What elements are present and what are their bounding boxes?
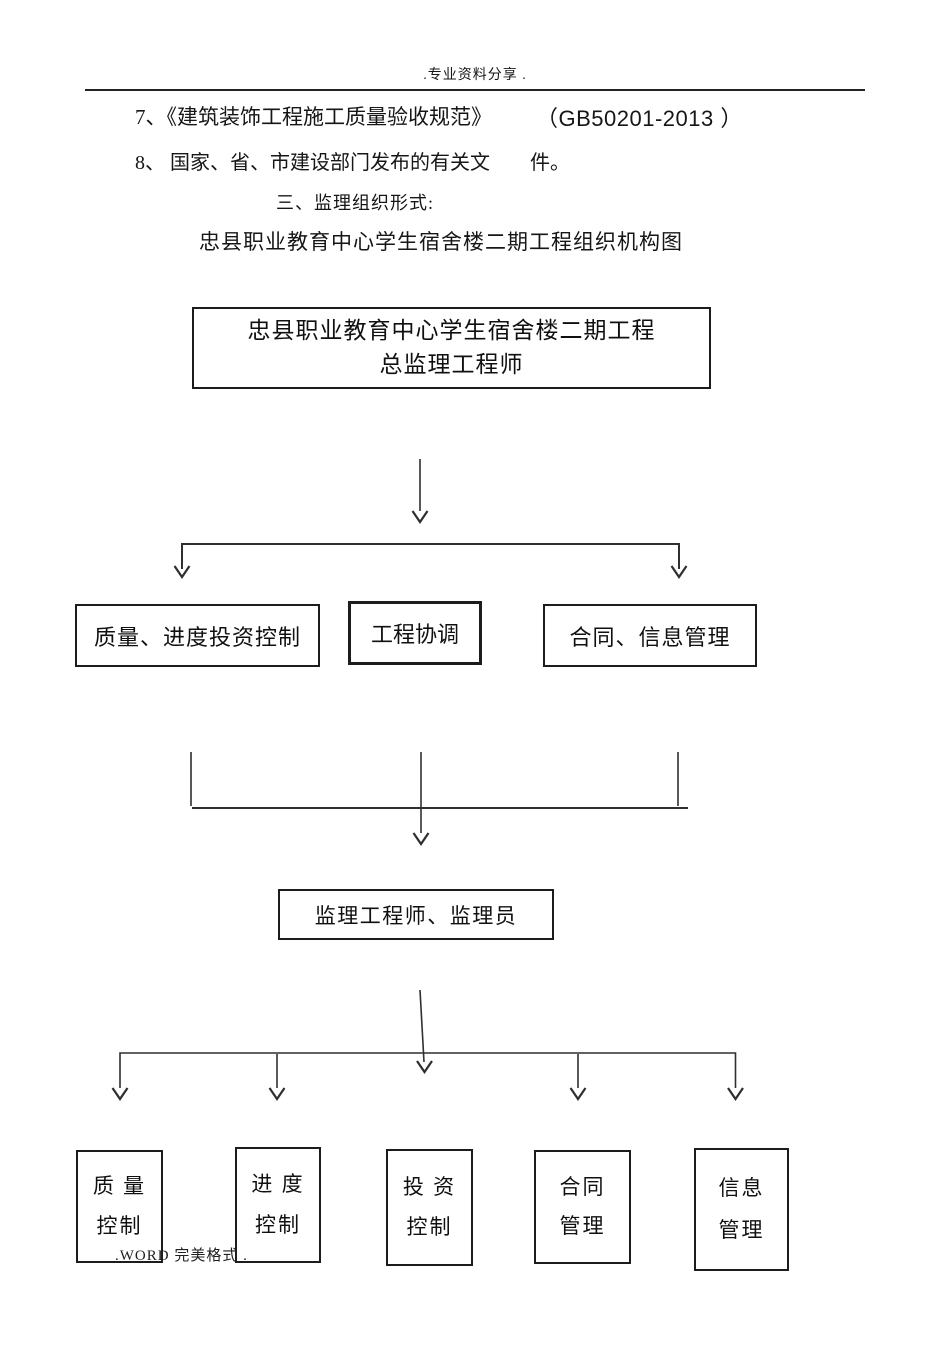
org-box-label: 工程协调 <box>370 622 459 647</box>
org-box-line2: 控制 <box>406 1215 453 1240</box>
header-divider <box>85 89 865 91</box>
org-box-line2: 管理 <box>559 1214 606 1239</box>
org-box-project-coordination: 工程协调 <box>348 601 482 665</box>
org-box-contract-information-management: 合同、信息管理 <box>543 604 757 667</box>
connector-level2-to-level3 <box>190 752 688 846</box>
bottom-watermark: .WORD 完美格式 . <box>115 1248 248 1264</box>
org-box-label: 合同、信息管理 <box>569 624 731 650</box>
org-box-contract-management: 合同 管理 <box>534 1150 631 1264</box>
list-item-7-text: 7、《建筑装饰工程施工质量验收规范》 <box>135 105 492 129</box>
org-box-line1: 投 资 <box>402 1174 457 1199</box>
arrow-level3-to-level4 <box>111 989 744 1101</box>
org-box-line1: 进 度 <box>251 1172 305 1197</box>
org-box-label: 质量、进度投资控制 <box>93 624 301 650</box>
top-watermark: .专业资料分享 . <box>423 68 527 83</box>
org-box-line1: 合同 <box>559 1174 606 1199</box>
list-item-7: 7、《建筑装饰工程施工质量验收规范》 （GB50201-2013 ） <box>135 101 743 133</box>
list-item-8-tail: 件。 <box>530 152 570 174</box>
org-box-line1: 信息 <box>718 1175 765 1200</box>
org-box-chief-line1: 忠县职业教育中心学生宿舍楼二期工程 <box>247 317 656 343</box>
arrow-root-to-level2-trunk <box>411 459 429 524</box>
section-heading: 三、监理组织形式: <box>276 193 435 213</box>
org-box-line2: 控制 <box>255 1212 301 1237</box>
list-item-8-text: 8、 国家、省、市建设部门发布的有关文 <box>135 152 490 174</box>
arrow-level2-distribution <box>173 543 688 579</box>
org-box-progress-control: 进 度 控制 <box>235 1147 321 1263</box>
org-box-chief-supervisor: 忠县职业教育中心学生宿舍楼二期工程 总监理工程师 <box>192 307 711 389</box>
org-box-line2: 管理 <box>718 1218 765 1243</box>
org-box-supervising-engineers: 监理工程师、监理员 <box>278 889 554 940</box>
list-item-7-standard-ref: （GB50201-2013 ） <box>536 106 743 131</box>
org-box-information-management: 信息 管理 <box>694 1148 789 1271</box>
org-box-line1: 质 量 <box>92 1174 147 1199</box>
org-box-quality-control: 质 量 控制 <box>76 1150 163 1263</box>
org-box-quality-progress-investment-control: 质量、进度投资控制 <box>75 604 320 667</box>
list-item-8: 8、 国家、省、市建设部门发布的有关文 件。 <box>135 146 570 175</box>
org-box-investment-control: 投 资 控制 <box>386 1149 473 1266</box>
org-box-line2: 控制 <box>96 1213 143 1238</box>
org-box-chief-line2: 总监理工程师 <box>379 352 524 377</box>
diagram-title: 忠县职业教育中心学生宿舍楼二期工程组织机构图 <box>199 230 683 254</box>
org-box-label: 监理工程师、监理员 <box>314 903 518 928</box>
